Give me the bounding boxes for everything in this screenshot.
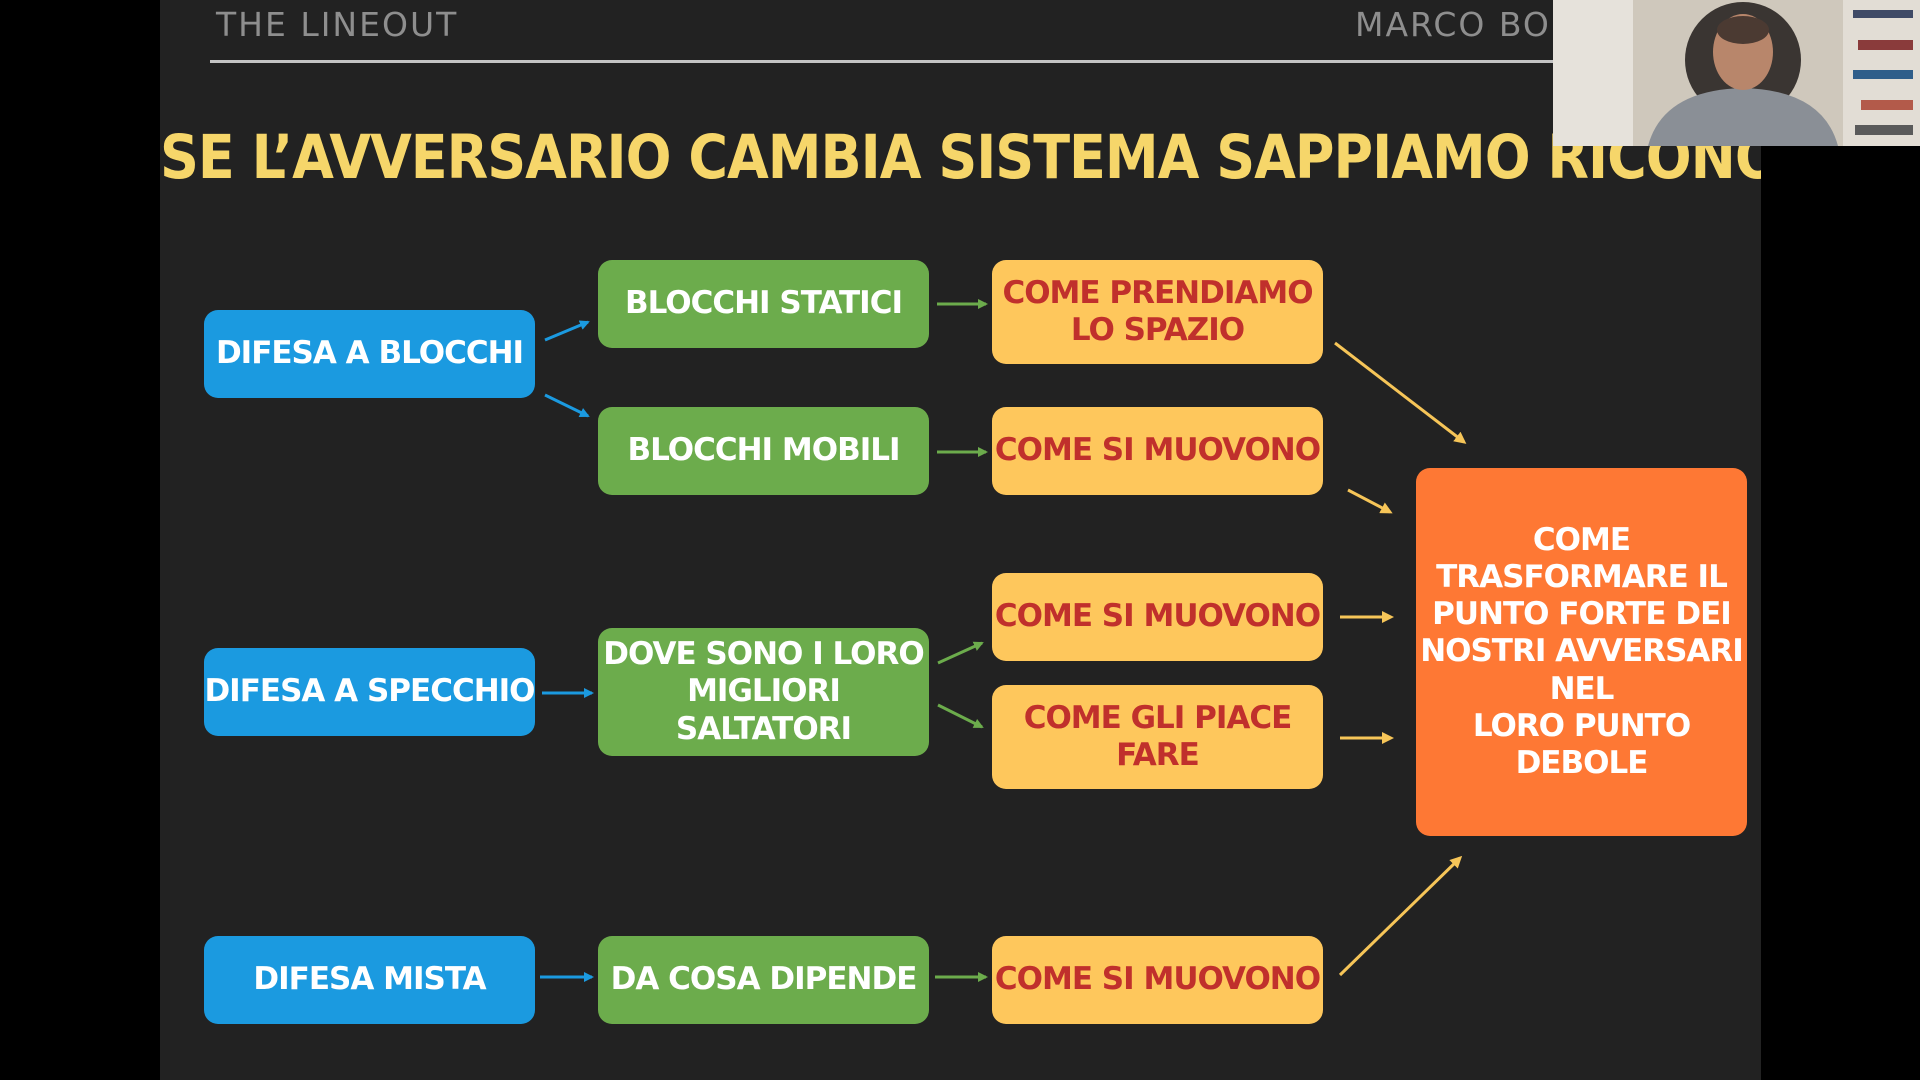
box-come-si-muovono-3: COME SI MUOVONO [992,936,1323,1024]
box-come-gli-piace-fare: COME GLI PIACE FARE [992,685,1323,789]
box-result-punto-debole: COME TRASFORMARE IL PUNTO FORTE DEI NOST… [1416,468,1747,836]
header-author: MARCO BOR [1355,5,1576,44]
arrow-muovono3-result [1338,855,1463,977]
arrow-saltatori-piace [937,703,984,729]
box-blocchi-statici: BLOCCHI STATICI [598,260,929,348]
person-webcam-icon [1553,0,1920,146]
presentation-slide: THE LINEOUT MARCO BOR SE L’AVVERSARIO CA… [160,0,1761,1080]
webcam-overlay [1553,0,1920,146]
diagram-arrows [540,299,1467,982]
arrow-blocchi-mobili [544,393,590,418]
header-left-title: THE LINEOUT [216,5,459,44]
arrow-muovono-result [1347,488,1393,514]
arrow-blocchi-statici [544,320,590,342]
arrow-prendiamo-result [1334,341,1467,444]
header-divider [210,60,1710,63]
slide-title: SE L’AVVERSARIO CAMBIA SISTEMA SAPPIAMO … [160,122,1761,193]
box-come-si-muovono-1: COME SI MUOVONO [992,407,1323,495]
box-come-prendiamo-lo-spazio: COME PRENDIAMO LO SPAZIO [992,260,1323,364]
box-come-si-muovono-2: COME SI MUOVONO [992,573,1323,661]
box-difesa-mista: DIFESA MISTA [204,936,535,1024]
box-migliori-saltatori: DOVE SONO I LORO MIGLIORI SALTATORI [598,628,929,756]
box-difesa-a-blocchi: DIFESA A BLOCCHI [204,310,535,398]
arrow-saltatori-muovono [937,641,984,665]
box-difesa-a-specchio: DIFESA A SPECCHIO [204,648,536,736]
box-da-cosa-dipende: DA COSA DIPENDE [598,936,929,1024]
box-blocchi-mobili: BLOCCHI MOBILI [598,407,929,495]
